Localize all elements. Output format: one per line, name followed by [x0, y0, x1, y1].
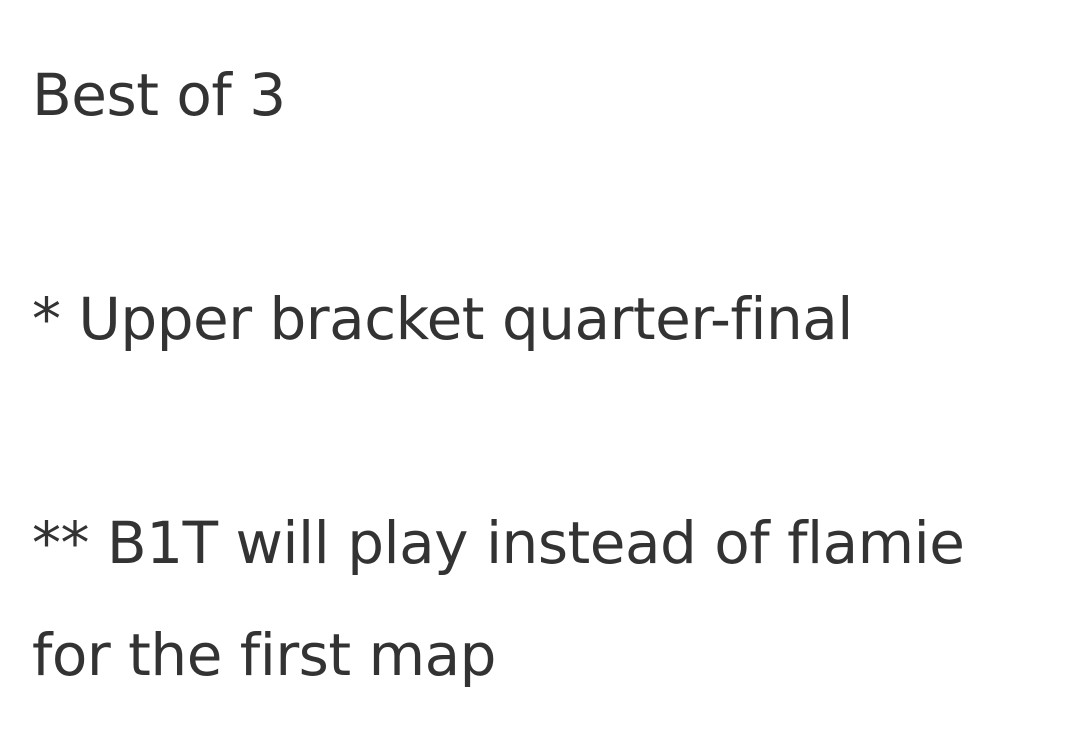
- substitution-note-line-2: for the first map: [32, 621, 496, 689]
- blank-line: [32, 151, 1072, 263]
- bracket-note: * Upper bracket quarter-final: [32, 285, 853, 353]
- post-body: Best of 3 * Upper bracket quarter-final …: [32, 0, 1072, 711]
- substitution-note-line-1: ** B1T will play instead of flamie: [32, 509, 965, 577]
- match-format-text: Best of 3: [32, 61, 286, 129]
- blank-line: [32, 375, 1072, 487]
